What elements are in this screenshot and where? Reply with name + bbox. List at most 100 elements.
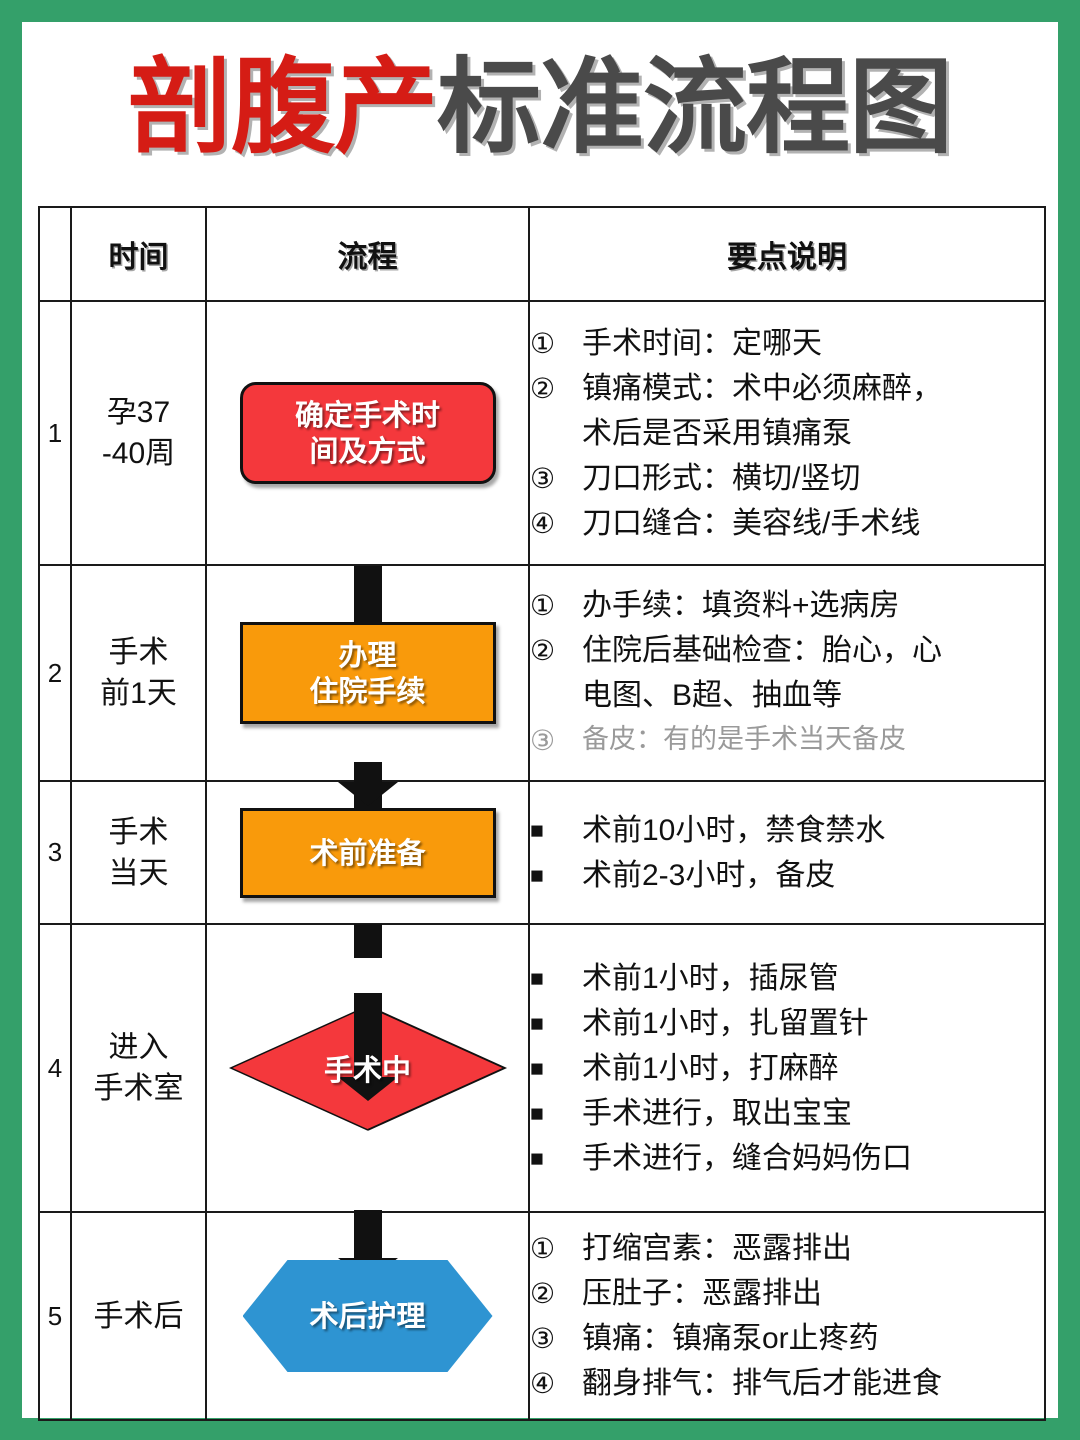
note-item: ② 压肚子：恶露排出 xyxy=(530,1271,1044,1316)
note-marker: ① xyxy=(530,590,556,621)
note-item-muted: ③ 备皮：有的是手术当天备皮 xyxy=(530,718,1044,763)
note-text: 术前2-3小时，备皮 xyxy=(582,858,836,892)
note-text: 术前1小时，扎留置针 xyxy=(582,1006,869,1040)
note-marker: ① xyxy=(530,327,556,359)
row-index: 3 xyxy=(38,780,72,925)
note-item: ■ 术前2-3小时，备皮 xyxy=(530,853,1044,898)
note-marker: ③ xyxy=(530,1323,556,1354)
note-text: 打缩宫素：恶露排出 xyxy=(582,1232,852,1265)
note-marker: ■ xyxy=(530,816,544,843)
row-flow-cell: 手术中 xyxy=(205,923,530,1295)
title-highlight: 剖腹产 xyxy=(127,46,438,168)
note-item: ■术前1小时，插尿管 xyxy=(530,956,1044,1001)
row-flow-cell: 术后护理 xyxy=(205,1211,530,1421)
table-header-row: 时间 流程 要点说明 xyxy=(38,206,1046,302)
row-notes-cell: ① 办手续：填资料+选病房 ② 住院后基础检查：胎心，心 电图、B超、抽血等 ③ 备皮… xyxy=(528,564,1046,782)
note-text: 镇痛：镇痛泵or止疼药 xyxy=(582,1322,879,1355)
note-marker: ① xyxy=(530,1233,556,1264)
note-item: ① 办手续：填资料+选病房 xyxy=(530,583,1044,628)
flow-stack: 术后护理 xyxy=(207,1218,528,1372)
note-text: 手术时间：定哪天 xyxy=(582,326,822,360)
note-item: ② 镇痛模式：术中必须麻醉， xyxy=(530,366,1044,411)
note-item: ■ 手术进行，缝合妈妈伤口 xyxy=(530,1136,1044,1181)
row-time: 手术 当天 xyxy=(70,780,207,925)
row-time: 手术 前1天 xyxy=(70,564,207,782)
column-header-flow: 流程 xyxy=(205,206,530,302)
flow-stack: 手术中 xyxy=(207,993,528,1295)
flow-node-postop-care[interactable]: 术后护理 xyxy=(242,1260,493,1372)
note-marker: ② xyxy=(530,372,556,404)
note-marker: ② xyxy=(530,1278,556,1309)
flow-node-preop-prep[interactable]: 术前准备 xyxy=(239,807,496,898)
note-marker: ③ xyxy=(530,725,556,756)
row-notes-cell: ① 打缩宫素：恶露排出 ② 压肚子：恶露排出 ③ 镇痛：镇痛泵or止疼药 ④ 翻身排气：… xyxy=(528,1211,1046,1421)
column-header-notes: 要点说明 xyxy=(528,206,1046,302)
note-item: ■ 手术进行，取出宝宝 xyxy=(530,1091,1044,1136)
flow-node-admission[interactable]: 办理 住院手续 xyxy=(239,622,496,724)
note-text: 备皮：有的是手术当天备皮 xyxy=(582,724,906,754)
row-flow-cell: 确定手术时 间及方式 xyxy=(205,300,530,646)
row-flow-cell: 办理 住院手续 xyxy=(205,564,530,840)
flow-connector-arrow-head xyxy=(353,1218,382,1260)
note-text: 手术进行，取出宝宝 xyxy=(582,1096,852,1130)
row-notes-cell: ■ 术前10小时，禁食禁水 ■ 术前2-3小时，备皮 xyxy=(528,780,1046,925)
note-text: 办手续：填资料+选病房 xyxy=(582,589,900,622)
note-text: 术前1小时，打麻醉 xyxy=(582,1051,839,1085)
row-index: 1 xyxy=(38,300,72,566)
column-header-index xyxy=(38,206,72,302)
note-text: 术后是否采用镇痛泵 xyxy=(582,416,852,450)
note-item-continuation: 电图、B超、抽血等 xyxy=(530,673,1044,718)
note-text: 术前10小时，禁食禁水 xyxy=(582,813,886,847)
flow-node-label: 手术中 xyxy=(323,1053,411,1087)
note-item: ① 手术时间：定哪天 xyxy=(530,321,1044,366)
note-item: ③ 镇痛：镇痛泵or止疼药 xyxy=(530,1316,1044,1361)
flow-node-confirm-surgery[interactable]: 确定手术时 间及方式 xyxy=(239,382,496,484)
title-rest: 标准流程图 xyxy=(437,46,953,168)
flow-connector-arrow-head xyxy=(353,761,382,784)
note-text: 术前1小时，插尿管 xyxy=(582,961,839,995)
row-time: 手术后 xyxy=(70,1211,207,1421)
note-item: ■ 术前1小时，打麻醉 xyxy=(530,1046,1044,1091)
note-text: 电图、B超、抽血等 xyxy=(582,679,843,712)
note-text: 镇痛模式：术中必须麻醉， xyxy=(582,371,942,405)
table-row: 4 进入 手术室 手术中 ■术前1小时，插尿管 ■术前 xyxy=(38,923,1046,1295)
note-item: ■术前1小时，扎留置针 xyxy=(530,1001,1044,1046)
flow-connector-arrow xyxy=(353,923,382,958)
note-marker: ② xyxy=(530,635,556,666)
note-text: 住院后基础检查：胎心，心 xyxy=(582,634,942,667)
poster-card: 剖腹产标准流程图 时间 流程 要点说明 1 孕37 -40周 确定手术时 间及方… xyxy=(22,22,1058,1421)
table-row: 2 手术 前1天 办理 住院手续 ① 办手续：填资料+选病房 ② 住院后基础检查：胎… xyxy=(38,564,1046,840)
flow-stack: 办理 住院手续 xyxy=(207,596,528,840)
note-marker: ■ xyxy=(530,1099,544,1126)
row-index: 4 xyxy=(38,923,72,1213)
note-text: 压肚子：恶露排出 xyxy=(582,1277,822,1310)
note-marker: ④ xyxy=(530,1368,556,1399)
note-marker: ③ xyxy=(530,462,556,494)
row-index: 2 xyxy=(38,564,72,782)
table-row: 1 孕37 -40周 确定手术时 间及方式 ① 手术时间：定哪天 ② 镇痛模式：术中… xyxy=(38,300,1046,646)
flow-stack: 确定手术时 间及方式 xyxy=(207,382,528,646)
note-item-continuation: 术后是否采用镇痛泵 xyxy=(530,411,1044,456)
row-time: 进入 手术室 xyxy=(70,923,207,1213)
page-title: 剖腹产标准流程图 xyxy=(22,44,1058,170)
note-marker: ④ xyxy=(530,507,556,539)
note-text: 手术进行，缝合妈妈伤口 xyxy=(582,1141,912,1175)
note-marker: ■ xyxy=(530,1144,544,1171)
note-item: ④ 翻身排气：排气后才能进食 xyxy=(530,1361,1044,1406)
note-text: 刀口形式：横切/竖切 xyxy=(582,461,861,495)
row-notes-cell: ■术前1小时，插尿管 ■术前1小时，扎留置针 ■术前1小时，打麻醉 ■手术进行，… xyxy=(528,923,1046,1213)
note-marker: ■ xyxy=(530,861,544,888)
note-item: ③ 刀口形式：横切/竖切 xyxy=(530,456,1044,501)
note-item: ■ 术前10小时，禁食禁水 xyxy=(530,808,1044,853)
note-marker: ■ xyxy=(530,1054,544,1081)
row-flow-cell: 术前准备 xyxy=(205,761,530,958)
table-row: 3 手术 当天 术前准备 ■ 术前10小时，禁食禁水 ■ 术前2-3小时，备皮 xyxy=(38,761,1046,958)
flow-stack: 术前准备 xyxy=(207,761,528,958)
note-text: 翻身排气：排气后才能进食 xyxy=(582,1367,942,1400)
row-time: 孕37 -40周 xyxy=(70,300,207,566)
process-table: 时间 流程 要点说明 1 孕37 -40周 确定手术时 间及方式 ① 手术时间：定… xyxy=(38,206,1046,1421)
note-item: ② 住院后基础检查：胎心，心 xyxy=(530,628,1044,673)
row-notes-cell: ① 手术时间：定哪天 ② 镇痛模式：术中必须麻醉， 术后是否采用镇痛泵 ③ 刀口形式：… xyxy=(528,300,1046,566)
